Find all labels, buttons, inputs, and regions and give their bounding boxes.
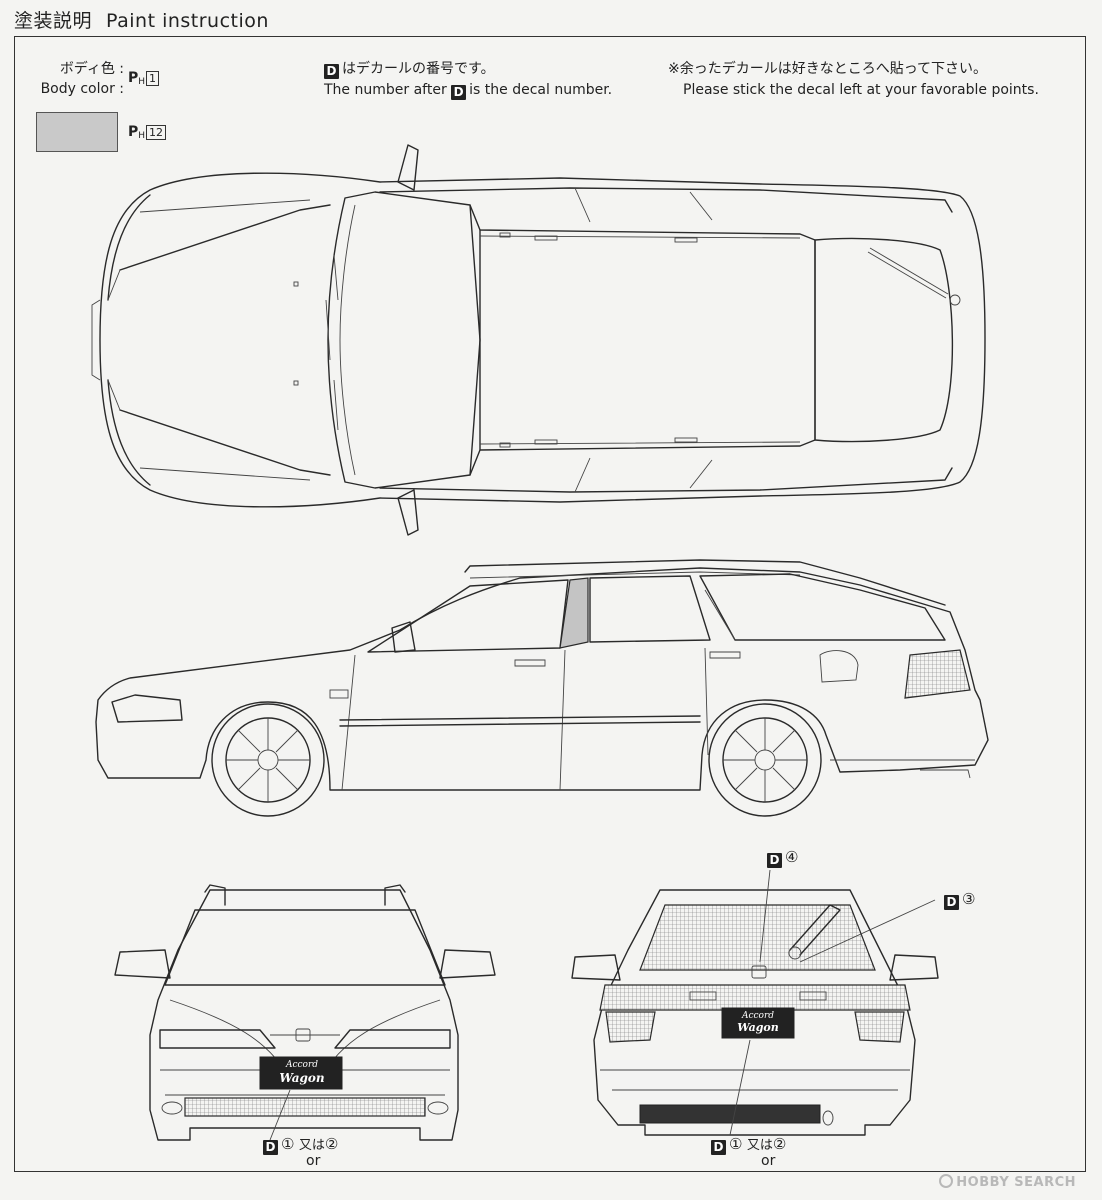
watermark: HOBBY SEARCH [939, 1174, 1076, 1190]
rear-plate-text: Accord Wagon [737, 1011, 779, 1034]
front-plate-text: Accord Wagon [279, 1060, 325, 1085]
front-view-drawing [114, 884, 496, 1141]
front-or-text: or [306, 1153, 321, 1169]
diagram-frame [14, 36, 1086, 1172]
title-ja: 塗装説明 [14, 10, 93, 32]
leftover-note-ja: ※余ったデカールは好きなところへ貼って下さい。 [668, 61, 988, 77]
rear-or-text: or [761, 1153, 776, 1169]
color-swatch [36, 112, 118, 152]
page-title: 塗装説明 Paint instruction [14, 6, 269, 33]
body-color-label-en: Body color : [40, 81, 124, 97]
watermark-icon [939, 1174, 954, 1188]
side-view-drawing [95, 559, 989, 817]
top-view-drawing [91, 144, 986, 536]
body-color-label-ja: ボディ色 : [59, 61, 124, 77]
title-en: Paint instruction [106, 10, 269, 32]
leftover-note-en: Please stick the decal left at your favo… [683, 82, 1039, 98]
rear-view-drawing [571, 869, 939, 1136]
